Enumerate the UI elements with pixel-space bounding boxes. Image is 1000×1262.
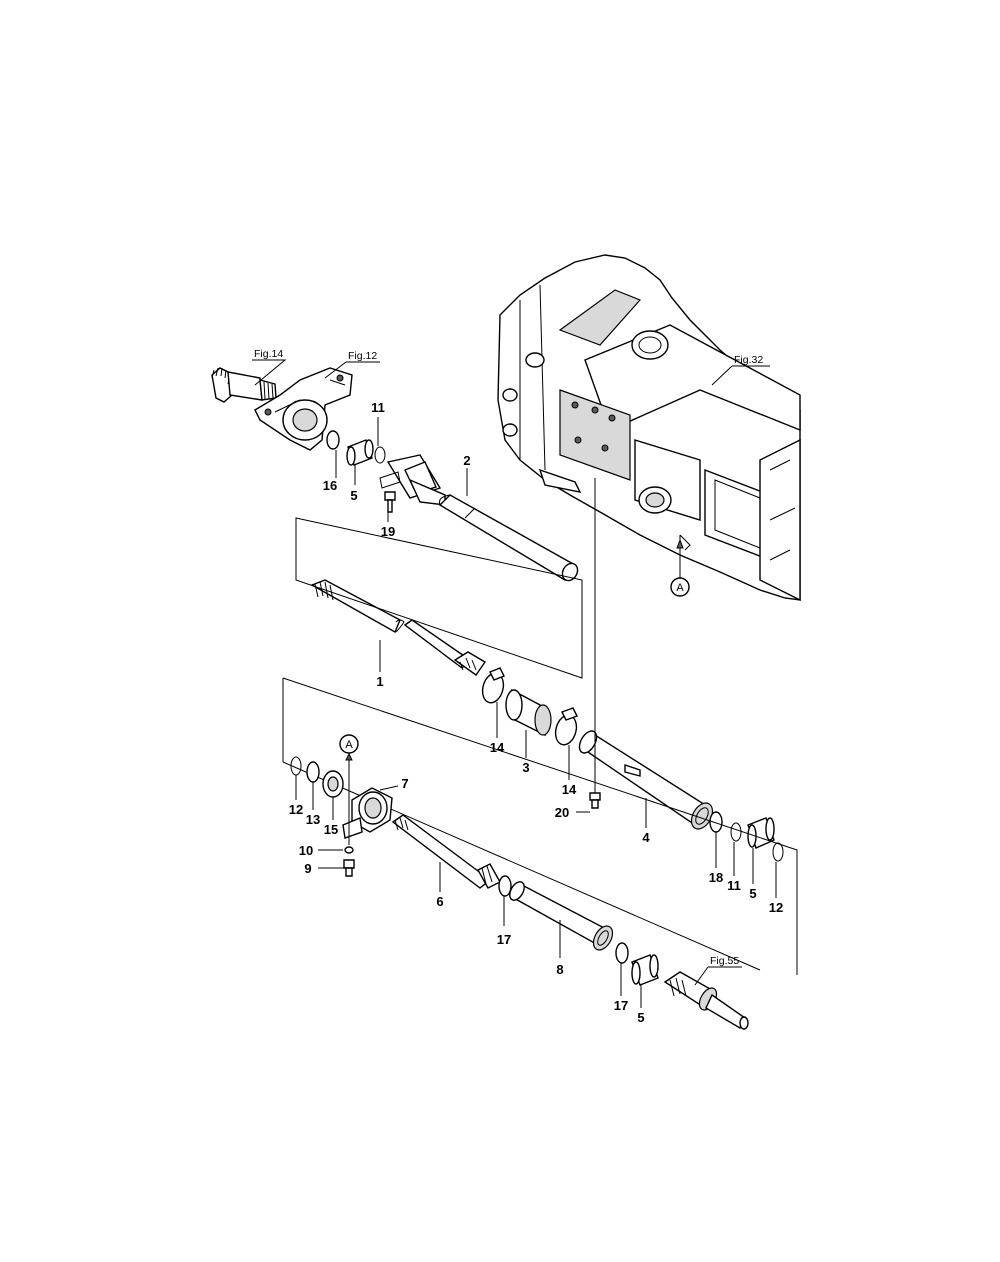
marker-a-lower-label: A <box>345 739 353 751</box>
callout-12-right: 12 <box>769 900 783 915</box>
hose-clamp-14-right <box>554 707 578 746</box>
callout-5-right: 5 <box>749 886 756 901</box>
bolt-19 <box>379 471 401 513</box>
bearing-15 <box>322 770 344 798</box>
figure-references: Fig.14 Fig.12 Fig.32 Fig.55 <box>252 348 770 986</box>
callout-20: 20 <box>555 805 569 820</box>
callout-8: 8 <box>556 962 563 977</box>
callout-14-left: 14 <box>490 740 505 755</box>
callout-4: 4 <box>642 830 650 845</box>
washer-10 <box>344 846 354 854</box>
bolt-20 <box>589 478 601 809</box>
needle-bearing-5-bottom <box>631 954 659 986</box>
snap-ring-12-right <box>772 842 784 862</box>
callout-11-right: 11 <box>727 878 741 893</box>
fig14-label: Fig.14 <box>254 348 283 360</box>
bearing-housing-7 <box>342 787 393 839</box>
callout-13: 13 <box>306 812 320 827</box>
transmission-housing <box>497 254 801 602</box>
reference-markers: A A <box>339 535 690 761</box>
marker-a-upper <box>670 577 690 597</box>
sleeve-3 <box>505 688 552 737</box>
fig55-label: Fig.55 <box>710 955 739 967</box>
o-ring-17-right <box>615 942 629 964</box>
callout-6: 6 <box>436 894 443 909</box>
callout-19: 19 <box>381 524 395 539</box>
group-box-upper <box>295 517 583 679</box>
o-ring-17-left <box>498 875 512 897</box>
fig12-label: Fig.12 <box>348 350 377 362</box>
hose-clamp-14-left <box>481 667 505 704</box>
callout-12-left: 12 <box>289 802 303 817</box>
callout-2: 2 <box>463 453 470 468</box>
o-ring-16 <box>326 430 340 450</box>
callout-3: 3 <box>522 760 529 775</box>
seal-13 <box>306 761 320 783</box>
fig12-bracket <box>254 367 353 451</box>
callout-16: 16 <box>323 478 337 493</box>
callout-17-right: 17 <box>614 998 628 1013</box>
fig14-gear-shaft <box>211 367 277 403</box>
callout-11-upper: 11 <box>371 400 385 415</box>
callout-15: 15 <box>324 822 338 837</box>
callout-14-right: 14 <box>562 782 577 797</box>
tube-4 <box>578 730 714 830</box>
fig32-label: Fig.32 <box>734 354 763 366</box>
marker-a-upper-label: A <box>676 582 684 594</box>
callout-1: 1 <box>376 674 383 689</box>
tube-8 <box>509 881 614 951</box>
callout-5-upper: 5 <box>350 488 357 503</box>
callout-10: 10 <box>299 843 313 858</box>
snap-ring-11-upper <box>374 446 386 464</box>
snap-ring-11-right <box>730 822 742 842</box>
callout-7: 7 <box>401 776 408 791</box>
callouts: 16 5 11 19 2 1 14 3 14 4 20 18 11 5 12 1… <box>289 400 783 1025</box>
needle-bearing-5-right <box>747 817 775 849</box>
callout-9: 9 <box>304 861 311 876</box>
callout-17-left: 17 <box>497 932 511 947</box>
callout-5-bottom: 5 <box>637 1010 644 1025</box>
shaft-6 <box>391 814 501 889</box>
fig55-output-shaft <box>663 971 749 1030</box>
needle-bearing-5-upper <box>346 439 374 466</box>
callout-18: 18 <box>709 870 723 885</box>
bolt-9 <box>343 859 355 877</box>
